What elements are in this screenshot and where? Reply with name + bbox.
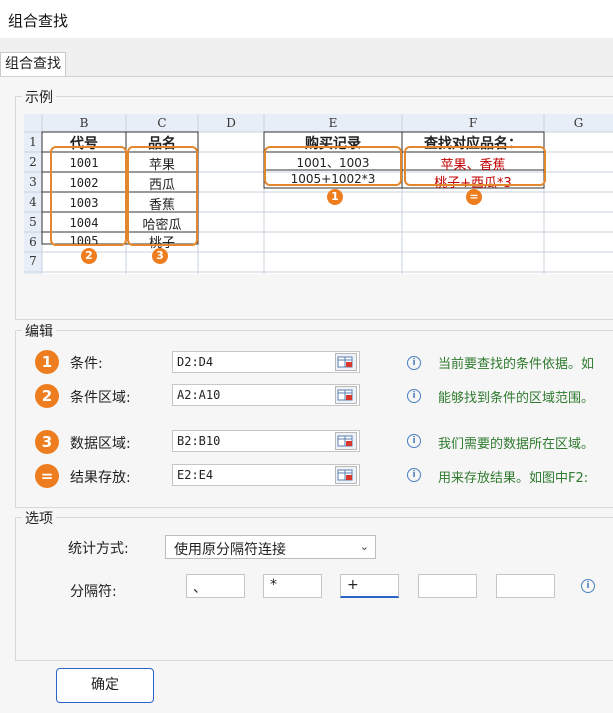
name-cell: 苹果 [148, 158, 175, 173]
header-purchase: 购买记录 [305, 136, 361, 152]
code-cell: 1002 [69, 176, 99, 190]
separator-input-3[interactable]: + [340, 574, 399, 598]
badge-purchases: 1 [327, 189, 343, 205]
name-cell: 哈密瓜 [142, 218, 182, 233]
result-store-desc: 用来存放结果。如图中F2: [438, 471, 589, 486]
edit-badge-3: 3 [35, 430, 59, 454]
result-cell: 桃子+西瓜*3 [434, 176, 512, 191]
condition-range-desc: 能够找到条件的区域范围。 [438, 391, 595, 406]
range-select-icon[interactable] [335, 466, 357, 484]
code-cell: 1001 [69, 156, 99, 170]
code-cell: 1004 [69, 216, 99, 230]
col-header-d: D [226, 116, 236, 130]
result-cell: 苹果、香蕉 [440, 158, 506, 173]
data-range-field[interactable]: B2:B10 [172, 430, 360, 452]
condition-range-label: 条件区域: [70, 390, 131, 406]
condition-label: 条件: [70, 356, 103, 372]
stat-method-select[interactable]: 使用原分隔符连接 ⌄ [165, 535, 376, 559]
name-cell: 桃子 [148, 236, 175, 251]
example-spreadsheet: B C D E F G 1 2 3 4 5 6 7 代号 品名 购买记录 查找对… [24, 114, 613, 274]
edit-group-title: 编辑 [22, 321, 56, 341]
edit-badge-2: 2 [35, 384, 59, 408]
highlight-purchases [264, 146, 402, 186]
col-header-f: F [468, 116, 478, 130]
range-select-icon[interactable] [335, 432, 357, 450]
row-header: 1 [29, 135, 37, 149]
options-group [15, 517, 613, 661]
code-cell: 1003 [69, 196, 99, 210]
options-group-title: 选项 [22, 508, 56, 528]
data-range-desc: 我们需要的数据所在区域。 [438, 437, 595, 452]
highlight-names [127, 146, 198, 246]
row-header: 6 [29, 235, 37, 249]
separator-input-2[interactable]: * [263, 574, 322, 598]
condition-field[interactable]: D2:D4 [172, 351, 360, 373]
info-icon: i [407, 468, 421, 482]
result-store-field[interactable]: E2:E4 [172, 464, 360, 486]
row-header: 7 [29, 254, 37, 268]
row-header: 3 [29, 175, 37, 189]
condition-value: D2:D4 [177, 355, 214, 369]
condition-range-field[interactable]: A2:A10 [172, 384, 360, 406]
data-range-value: B2:B10 [177, 434, 221, 448]
info-icon: i [407, 356, 421, 370]
separator-label: 分隔符: [70, 584, 117, 600]
stat-method-label: 统计方式: [68, 541, 129, 557]
badge-results: = [466, 189, 482, 205]
highlight-results [404, 146, 546, 186]
chevron-down-icon: ⌄ [359, 540, 369, 553]
edit-badge-1: 1 [35, 350, 59, 374]
edit-badge-eq: = [35, 464, 59, 488]
col-header-g: G [573, 116, 584, 130]
range-select-icon[interactable] [335, 386, 357, 404]
highlight-codes [50, 146, 127, 246]
badge-codes: 2 [81, 248, 97, 264]
purchase-cell: 1005+1002*3 [290, 172, 376, 186]
result-store-value: E2:E4 [177, 468, 214, 482]
row-header: 5 [29, 215, 37, 229]
range-select-icon[interactable] [335, 353, 357, 371]
info-icon: i [407, 434, 421, 448]
info-icon: i [581, 579, 595, 593]
col-header-c: C [157, 116, 167, 130]
stat-method-value: 使用原分隔符连接 [174, 542, 286, 558]
edit-group [15, 330, 613, 508]
result-store-label: 结果存放: [70, 470, 131, 486]
tab-strip: 组合查找 [0, 38, 613, 77]
header-code: 代号 [70, 136, 98, 152]
window-title: 组合查找 [8, 12, 69, 30]
data-range-label: 数据区域: [70, 436, 131, 452]
separator-input-4[interactable] [418, 574, 477, 598]
tab-combo-lookup[interactable]: 组合查找 [0, 52, 66, 77]
col-header-b: B [79, 116, 89, 130]
condition-range-value: A2:A10 [177, 388, 221, 402]
header-name: 品名 [148, 136, 176, 152]
row-header: 2 [29, 155, 37, 169]
badge-names: 3 [152, 248, 168, 264]
title-bar: 组合查找 [0, 0, 613, 38]
separator-input-5[interactable] [496, 574, 555, 598]
condition-desc: 当前要查找的条件依据。如 [438, 357, 595, 372]
col-header-e: E [328, 116, 338, 130]
example-group [15, 96, 613, 320]
info-icon: i [407, 389, 421, 403]
ok-button[interactable]: 确定 [56, 668, 154, 703]
name-cell: 香蕉 [148, 198, 175, 213]
name-cell: 西瓜 [148, 178, 175, 193]
separator-input-1[interactable]: 、 [186, 574, 245, 598]
example-group-title: 示例 [22, 87, 56, 107]
row-header: 4 [29, 195, 37, 209]
purchase-cell: 1001、1003 [296, 156, 370, 170]
header-result: 查找对应品名： [424, 136, 522, 152]
